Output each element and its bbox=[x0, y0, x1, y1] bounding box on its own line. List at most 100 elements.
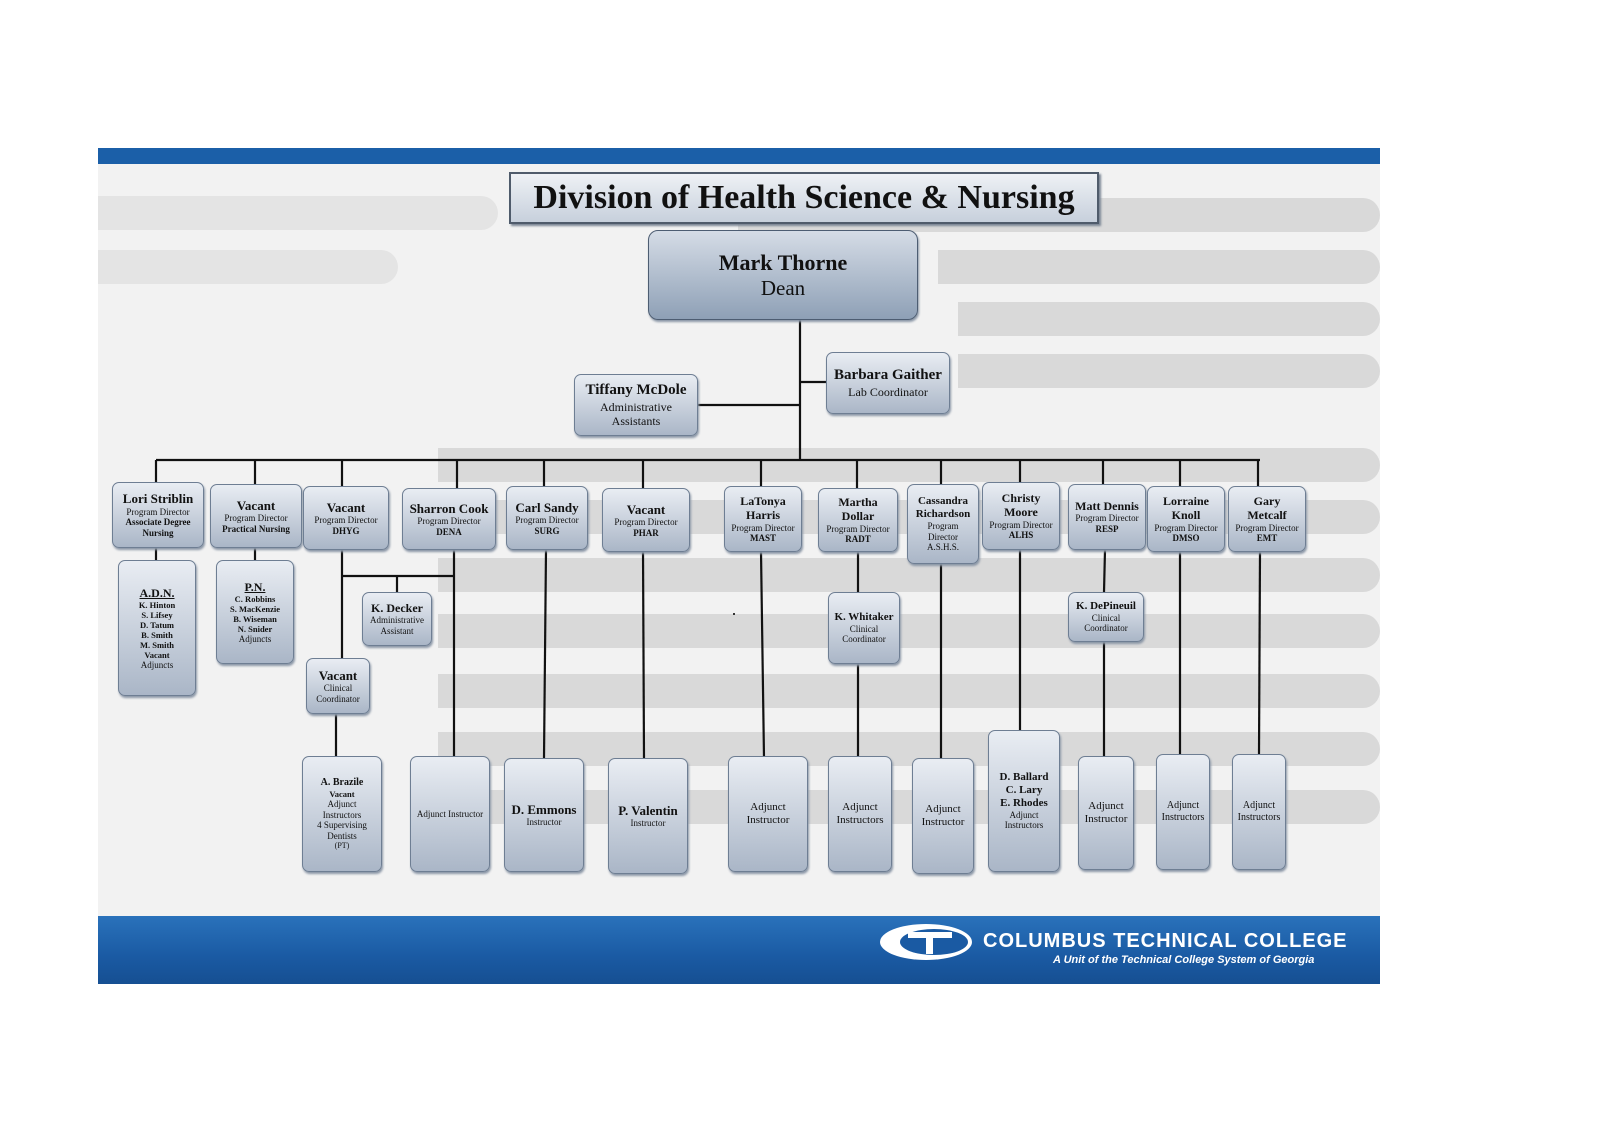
director-role: Practical Nursing bbox=[222, 523, 290, 534]
dhyg-staff-box: A. Brazile Vacant Adjunct Instructors 4 … bbox=[302, 756, 382, 872]
director-name: Sharron Cook bbox=[409, 500, 489, 516]
phar-staff-box: P. Valentin Instructor bbox=[608, 758, 688, 874]
director-name: Matt Dennis bbox=[1075, 499, 1139, 514]
director-box-dena: Sharron Cook Program Director DENA bbox=[402, 488, 496, 550]
director-role: A.S.H.S. bbox=[926, 542, 959, 553]
coordinator-role: Clinical bbox=[1091, 612, 1121, 623]
staff-role: Adjunct bbox=[1009, 809, 1039, 820]
director-role: SURG bbox=[534, 525, 560, 536]
adn-team-box: A.D.N. K. Hinton S. Lifsey D. Tatum B. S… bbox=[118, 560, 196, 696]
director-role: RADT bbox=[845, 534, 871, 545]
director-role: PHAR bbox=[633, 527, 659, 538]
director-name: Dollar bbox=[841, 509, 875, 524]
staff-role: Instructor bbox=[921, 816, 965, 828]
director-role: Program Director bbox=[1235, 522, 1299, 533]
decker-role: Administrative bbox=[370, 615, 424, 626]
staff-role: Instructor bbox=[630, 818, 666, 829]
director-box-mast: LaTonya Harris Program Director MAST bbox=[724, 486, 802, 552]
decker-box: K. Decker Administrative Assistant bbox=[362, 592, 432, 646]
team-member: B. Wiseman bbox=[233, 613, 277, 624]
staff-role: Adjunct bbox=[1166, 800, 1200, 812]
director-role: EMT bbox=[1256, 533, 1278, 544]
staff-role: Instructor bbox=[1084, 813, 1128, 825]
team-member: S. Lifsey bbox=[141, 609, 173, 620]
director-box-ashs: Cassandra Richardson Program Director A.… bbox=[907, 484, 979, 564]
director-name: Vacant bbox=[236, 497, 276, 513]
director-name: Lorraine bbox=[1163, 494, 1209, 509]
director-name: Vacant bbox=[626, 501, 666, 517]
ashs-staff-box: Adjunct Instructor bbox=[912, 758, 974, 874]
team-member: D. Tatum bbox=[139, 619, 174, 630]
coordinator-role: Coordinator bbox=[316, 693, 360, 704]
coordinator-name: K. Whitaker bbox=[834, 610, 894, 623]
director-role: Program Director bbox=[1075, 513, 1139, 524]
staff-role: Instructors bbox=[1237, 812, 1281, 823]
dhyg-coordinator-box: Vacant Clinical Coordinator bbox=[306, 658, 370, 714]
org-chart-slide: COLUMBUS TECHNICAL COLLEGE A Unit of the… bbox=[98, 148, 1380, 984]
director-box-dmso: Lorraine Knoll Program Director DMSO bbox=[1147, 486, 1225, 552]
director-role: Associate Degree bbox=[125, 517, 191, 528]
director-role: Nursing bbox=[142, 527, 174, 538]
director-role: ALHS bbox=[1008, 530, 1034, 541]
dean-name: Mark Thorne bbox=[718, 249, 848, 275]
connector-lines bbox=[154, 320, 1262, 759]
director-box-radt: Martha Dollar Program Director RADT bbox=[818, 488, 898, 552]
bg-stripe bbox=[438, 558, 1380, 592]
depineuil-box: K. DePineuil Clinical Coordinator bbox=[1068, 592, 1144, 642]
college-tagline: A Unit of the Technical College System o… bbox=[1053, 954, 1315, 966]
decker-role: Assistant bbox=[380, 626, 414, 637]
coordinator-name: Vacant bbox=[318, 667, 358, 683]
staff-name: D. Ballard bbox=[999, 770, 1049, 783]
director-role: DENA bbox=[436, 526, 462, 537]
staff-role: Instructors bbox=[1161, 812, 1205, 823]
team-note: Adjuncts bbox=[238, 633, 272, 644]
mast-staff-box: Adjunct Instructor bbox=[728, 756, 808, 872]
lab-role: Lab Coordinator bbox=[848, 384, 928, 399]
resp-staff-box: Adjunct Instructor bbox=[1078, 756, 1134, 870]
staff-name: E. Rhodes bbox=[1000, 796, 1048, 809]
staff-role: Adjunct Instructor bbox=[416, 808, 484, 819]
coordinator-role: Coordinator bbox=[1084, 623, 1128, 634]
bg-stripe bbox=[938, 250, 1380, 284]
director-role: Program Director bbox=[224, 513, 288, 524]
director-box-resp: Matt Dennis Program Director RESP bbox=[1068, 484, 1146, 550]
college-logo-icon bbox=[880, 924, 972, 960]
director-box-surg: Carl Sandy Program Director SURG bbox=[506, 486, 588, 550]
pn-team-box: P.N. C. Robbins S. MacKenzie B. Wiseman … bbox=[216, 560, 294, 664]
director-role: Program Director bbox=[989, 519, 1053, 530]
bg-stripe bbox=[958, 354, 1380, 388]
admin-role: Assistants bbox=[611, 413, 661, 428]
staff-name: C. Lary bbox=[1005, 783, 1043, 796]
staff-role: Adjunct bbox=[842, 801, 878, 814]
director-name: Vacant bbox=[326, 499, 366, 515]
radt-staff-box: Adjunct Instructors bbox=[828, 756, 892, 872]
director-name: Lori Striblin bbox=[122, 491, 194, 507]
coordinator-role: Clinical bbox=[849, 623, 879, 634]
team-member: M. Smith bbox=[140, 639, 174, 650]
director-name: Carl Sandy bbox=[515, 499, 579, 515]
whitaker-box: K. Whitaker Clinical Coordinator bbox=[828, 592, 900, 664]
bg-stripe bbox=[438, 614, 1380, 648]
admin-box: Tiffany McDole Administrative Assistants bbox=[574, 374, 698, 436]
director-box-emt: Gary Metcalf Program Director EMT bbox=[1228, 486, 1306, 552]
decker-name: K. Decker bbox=[371, 601, 423, 616]
director-role: Program bbox=[927, 521, 959, 532]
staff-role: Instructor bbox=[526, 817, 562, 828]
team-member: Vacant bbox=[144, 649, 170, 660]
college-name: COLUMBUS TECHNICAL COLLEGE bbox=[983, 930, 1348, 952]
staff-role: Instructors bbox=[322, 809, 362, 820]
bg-stripe bbox=[98, 250, 398, 284]
director-role: Program Director bbox=[314, 515, 378, 526]
staff-name: A. Brazile bbox=[320, 777, 364, 789]
director-role: Program Director bbox=[126, 506, 190, 517]
staff-role: Adjunct bbox=[925, 803, 961, 816]
director-name: Moore bbox=[1004, 505, 1038, 520]
lab-name: Barbara Gaither bbox=[834, 367, 942, 384]
director-name: Richardson bbox=[915, 508, 971, 521]
director-role: Program Director bbox=[515, 515, 579, 526]
director-name: Christy bbox=[1001, 491, 1041, 506]
bg-stripe bbox=[958, 302, 1380, 336]
surg-staff-box: D. Emmons Instructor bbox=[504, 758, 584, 872]
director-box-adn: Lori Striblin Program Director Associate… bbox=[112, 482, 204, 548]
bg-stripe bbox=[438, 790, 1380, 824]
